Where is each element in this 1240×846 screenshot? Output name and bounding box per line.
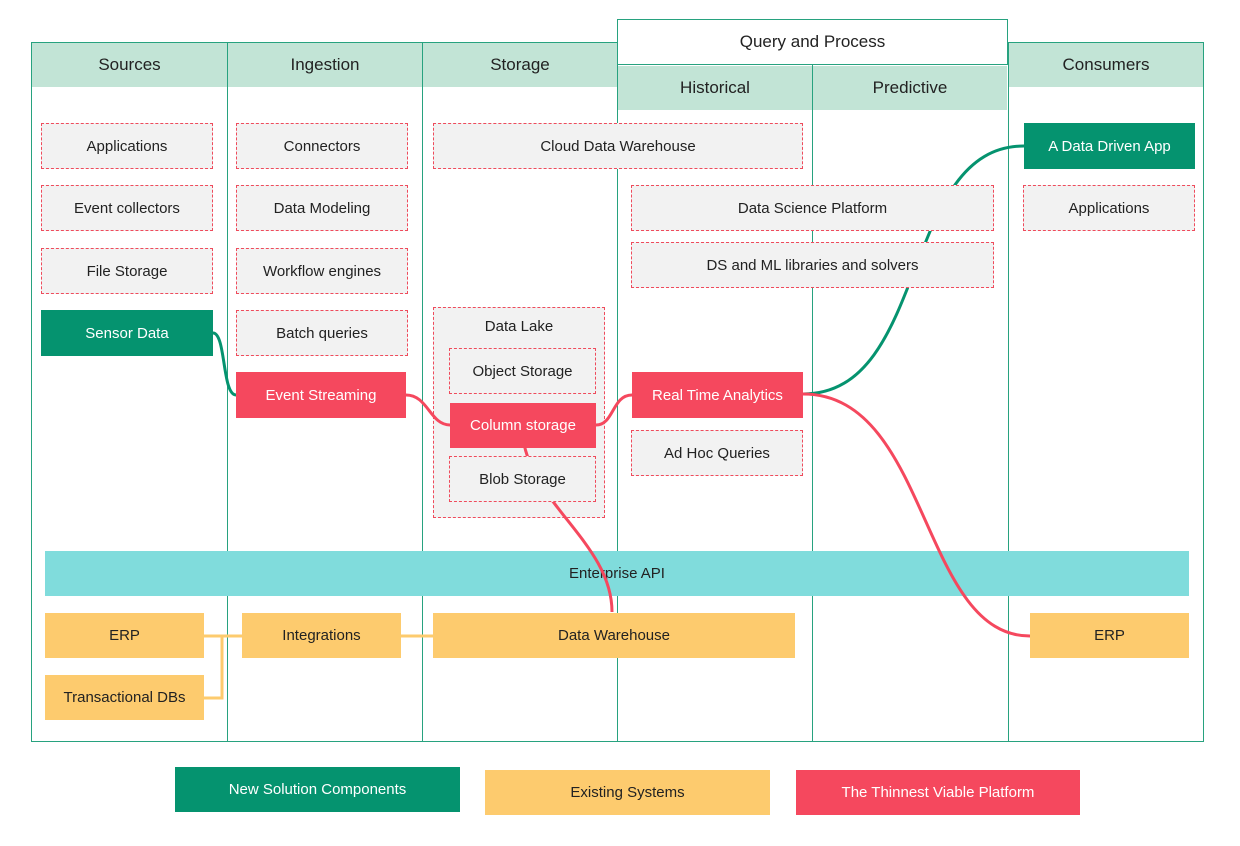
header-consumers: Consumers <box>1009 43 1203 87</box>
source-file-storage: File Storage <box>41 248 213 294</box>
source-applications: Applications <box>41 123 213 169</box>
legend-existing-systems: Existing Systems <box>485 770 770 815</box>
column-divider <box>617 42 618 742</box>
column-divider <box>1008 42 1009 742</box>
legend-new-solution-components: New Solution Components <box>175 767 460 812</box>
storage-column-storage: Column storage <box>450 403 596 448</box>
query-data-science-platform: Data Science Platform <box>631 185 994 231</box>
data-lake-label: Data Lake <box>484 318 554 335</box>
query-ds-ml-libraries: DS and ML libraries and solvers <box>631 242 994 288</box>
header-historical: Historical <box>618 66 812 110</box>
header-query-and-process: Query and Process <box>617 19 1008 65</box>
enterprise-api-bar: Enterprise API <box>45 551 1189 596</box>
storage-object-storage: Object Storage <box>449 348 596 394</box>
storage-blob-storage: Blob Storage <box>449 456 596 502</box>
ingestion-data-modeling: Data Modeling <box>236 185 408 231</box>
source-transactional-dbs: Transactional DBs <box>45 675 204 720</box>
header-predictive: Predictive <box>813 66 1007 110</box>
consumer-applications: Applications <box>1023 185 1195 231</box>
ingestion-connectors: Connectors <box>236 123 408 169</box>
header-sources: Sources <box>32 43 227 87</box>
legend-thinnest-viable-platform: The Thinnest Viable Platform <box>796 770 1080 815</box>
column-divider <box>422 42 423 742</box>
storage-data-warehouse: Data Warehouse <box>433 613 795 658</box>
consumer-data-driven-app: A Data Driven App <box>1024 123 1195 169</box>
query-ad-hoc-queries: Ad Hoc Queries <box>631 430 803 476</box>
source-sensor-data: Sensor Data <box>41 310 213 356</box>
ingestion-workflow-engines: Workflow engines <box>236 248 408 294</box>
header-storage: Storage <box>423 43 617 87</box>
column-divider <box>227 42 228 742</box>
source-erp: ERP <box>45 613 204 658</box>
column-divider <box>812 65 813 742</box>
ingestion-integrations: Integrations <box>242 613 401 658</box>
header-ingestion: Ingestion <box>228 43 422 87</box>
ingestion-event-streaming: Event Streaming <box>236 372 406 418</box>
storage-cloud-data-warehouse: Cloud Data Warehouse <box>433 123 803 169</box>
consumer-erp: ERP <box>1030 613 1189 658</box>
query-real-time-analytics: Real Time Analytics <box>632 372 803 418</box>
ingestion-batch-queries: Batch queries <box>236 310 408 356</box>
source-event-collectors: Event collectors <box>41 185 213 231</box>
